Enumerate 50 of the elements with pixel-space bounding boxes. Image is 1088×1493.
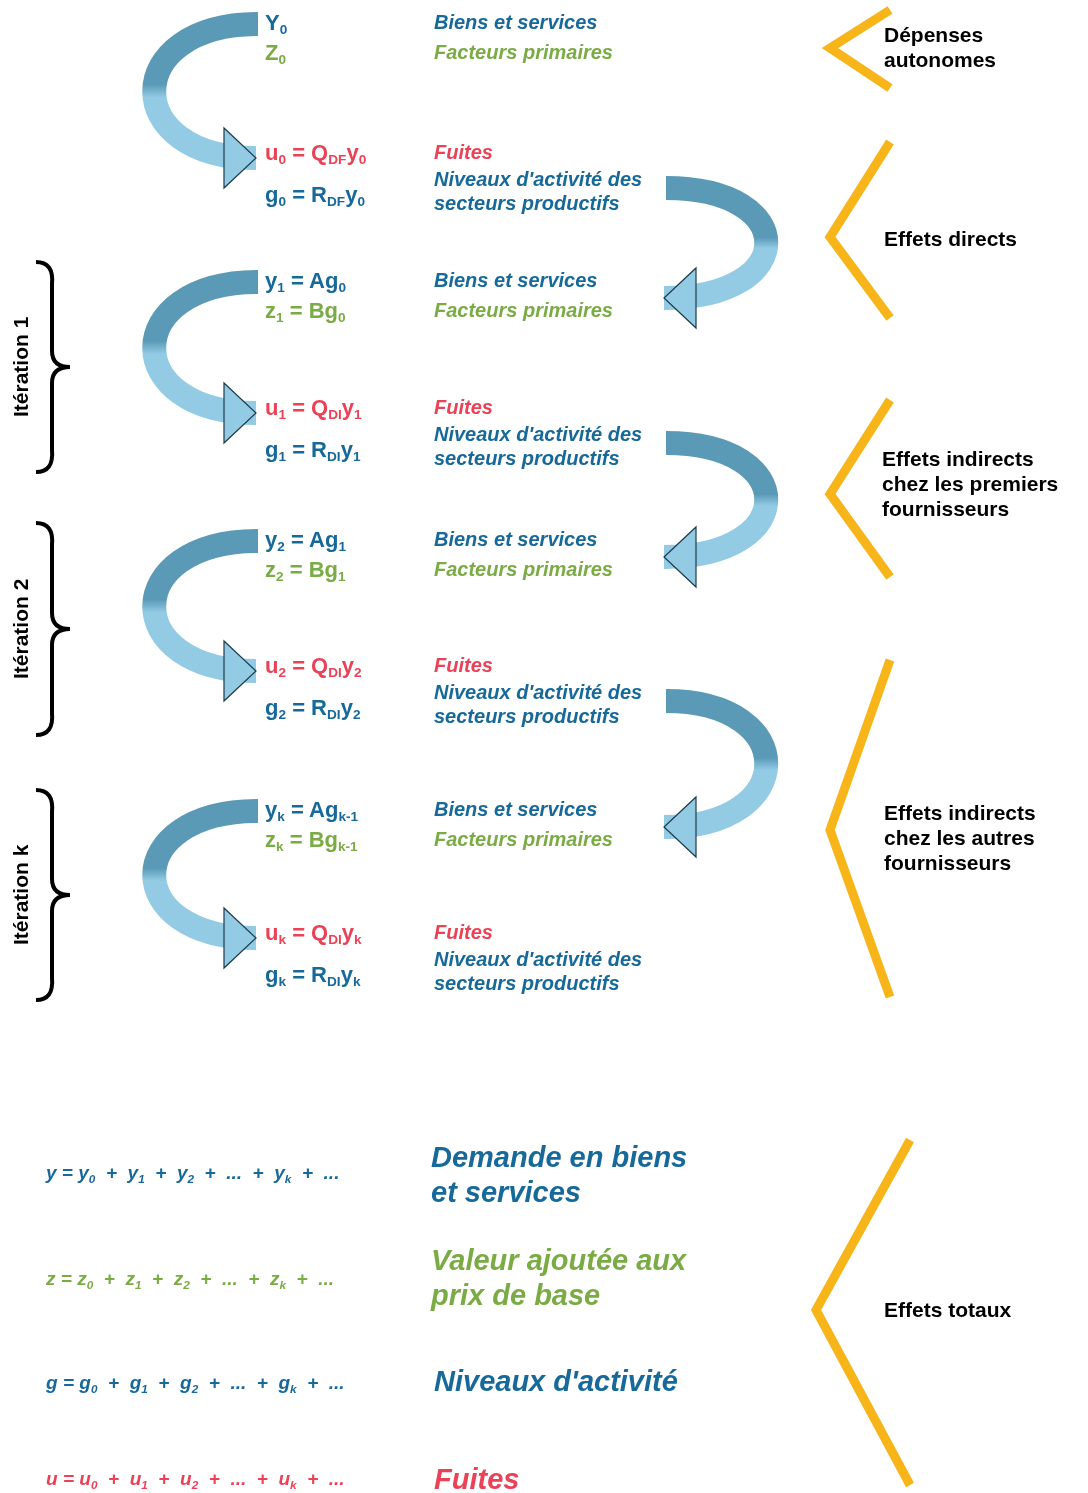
equation-text: z$_{1}$ = Bg$_{0}$: [265, 298, 346, 325]
description-text: Fuites: [434, 395, 493, 419]
effect-label: Effets directs: [884, 226, 1019, 252]
equation-text: g$_{k}$ = R$_{DI}$y$_{k}$: [265, 962, 361, 989]
equation-text: y$_{1}$ = Ag$_{0}$: [265, 268, 346, 295]
effect-label: Effets totaux: [884, 1297, 1013, 1323]
total-label: Fuites: [434, 1462, 521, 1493]
effect-label: Effets indirects chez les autres fournisseurs: [884, 800, 1037, 876]
description-text: Fuites: [434, 653, 493, 677]
sum-equation: u = u$_{0}$ + u$_{1}$ + u$_{2}$ + ... + u$_{k}$ + ...: [46, 1468, 345, 1491]
equation-text: z$_{k}$ = Bg$_{k-1}$: [265, 827, 358, 854]
sum-equation: y = y$_{0}$ + y$_{1}$ + y$_{2}$ + ... + y$_{k}$ + ...: [46, 1162, 340, 1185]
description-text: Fuites: [434, 920, 493, 944]
description-text: Fuites: [434, 140, 493, 164]
description-text: Biens et services: [434, 268, 598, 292]
equation-text: u$_{0}$ = Q$_{DF}$y$_{0}$: [265, 140, 367, 167]
equation-text: u$_{2}$ = Q$_{DI}$y$_{2}$: [265, 653, 362, 680]
iteration-label: Itération 1: [8, 315, 33, 420]
description-text: Niveaux d'activité des secteurs productifs: [434, 422, 644, 470]
sum-equation: z = z$_{0}$ + z$_{1}$ + z$_{2}$ + ... + z$_{k}$ + ...: [46, 1268, 335, 1291]
equation-text: y$_{k}$ = Ag$_{k-1}$: [265, 797, 359, 824]
description-text: Niveaux d'activité des secteurs productifs: [434, 947, 644, 995]
description-text: Biens et services: [434, 527, 598, 551]
curved-arrow: [663, 431, 779, 586]
description-text: Facteurs primaires: [434, 827, 613, 851]
total-label: Valeur ajoutée aux prix de base: [431, 1243, 688, 1313]
total-label: Demande en biens et services: [431, 1140, 689, 1210]
equation-text: Y$_{0}$: [265, 10, 288, 37]
sum-equation: g = g$_{0}$ + g$_{1}$ + g$_{2}$ + ... + g$_{k}$ + ...: [46, 1372, 345, 1395]
equation-text: u$_{k}$ = Q$_{DI}$y$_{k}$: [265, 920, 362, 947]
description-text: Biens et services: [434, 797, 598, 821]
description-text: Facteurs primaires: [434, 557, 613, 581]
description-text: Facteurs primaires: [434, 40, 613, 64]
iteration-label: Itération k: [8, 843, 33, 948]
equation-text: g$_{2}$ = R$_{DI}$y$_{2}$: [265, 695, 361, 722]
effect-label: Effets indirects chez les premiers fournisseurs: [882, 446, 1060, 522]
equation-text: g$_{0}$ = R$_{DF}$y$_{0}$: [265, 182, 365, 209]
equation-text: u$_{1}$ = Q$_{DI}$y$_{1}$: [265, 395, 362, 422]
curved-arrow: [663, 176, 779, 327]
iteration-label: Itération 2: [8, 577, 33, 682]
equation-text: Z$_{0}$: [265, 40, 287, 67]
total-label: Niveaux d'activité: [434, 1364, 679, 1399]
description-text: Facteurs primaires: [434, 298, 613, 322]
effect-label: Dépenses autonomes: [884, 22, 997, 73]
description-text: Biens et services: [434, 10, 598, 34]
description-text: Niveaux d'activité des secteurs productifs: [434, 680, 644, 728]
equation-text: g$_{1}$ = R$_{DI}$y$_{1}$: [265, 437, 361, 464]
equation-text: z$_{2}$ = Bg$_{1}$: [265, 557, 346, 584]
equation-text: y$_{2}$ = Ag$_{1}$: [265, 527, 346, 554]
description-text: Niveaux d'activité des secteurs productifs: [434, 167, 644, 215]
